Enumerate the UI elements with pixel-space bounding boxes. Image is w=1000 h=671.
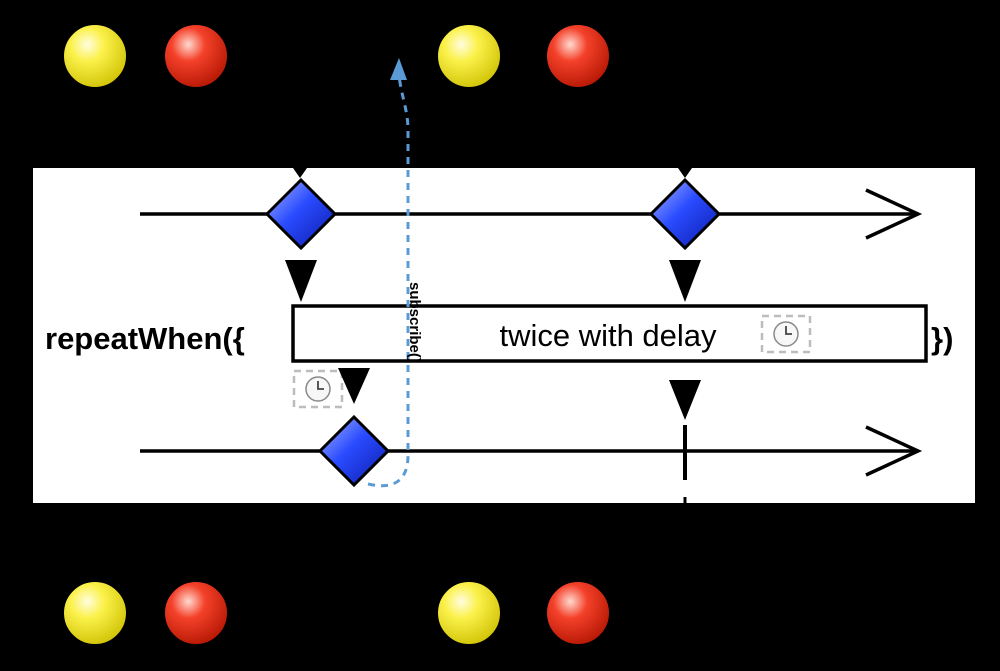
top-connector-1 bbox=[293, 168, 307, 178]
marble-top-yellow-1 bbox=[62, 23, 128, 89]
notification-timeline-arrowhead bbox=[865, 188, 923, 240]
resubscribe-diamond bbox=[317, 414, 391, 488]
operator-prefix: repeatWhen({ bbox=[45, 321, 245, 356]
subscribe-arrow bbox=[367, 74, 410, 488]
marble-top-red-2 bbox=[545, 23, 611, 89]
subscribe-arrowhead bbox=[390, 58, 407, 80]
down-arrow-to-output-1 bbox=[338, 368, 370, 404]
marble-top-yellow-2 bbox=[436, 23, 502, 89]
notification-diamond-1 bbox=[264, 177, 338, 251]
marble-bottom-yellow-2 bbox=[436, 580, 502, 646]
marble-bottom-red-1 bbox=[163, 580, 229, 646]
operator-box bbox=[291, 304, 928, 363]
down-arrow-into-box-1 bbox=[285, 260, 317, 302]
down-arrow-to-output-2 bbox=[669, 380, 701, 420]
operator-suffix: }) bbox=[931, 321, 953, 356]
marble-bottom-yellow-1 bbox=[62, 580, 128, 646]
notification-diamond-2 bbox=[648, 177, 722, 251]
top-connector-2 bbox=[678, 168, 692, 178]
marble-bottom-red-2 bbox=[545, 580, 611, 646]
marble-top-red-1 bbox=[163, 23, 229, 89]
down-arrow-into-box-2 bbox=[669, 260, 701, 302]
operator-box-text: twice with delay bbox=[499, 318, 717, 353]
subscribe-label: subscribe() bbox=[406, 282, 423, 363]
resubscribe-timeline-arrowhead bbox=[865, 425, 923, 477]
